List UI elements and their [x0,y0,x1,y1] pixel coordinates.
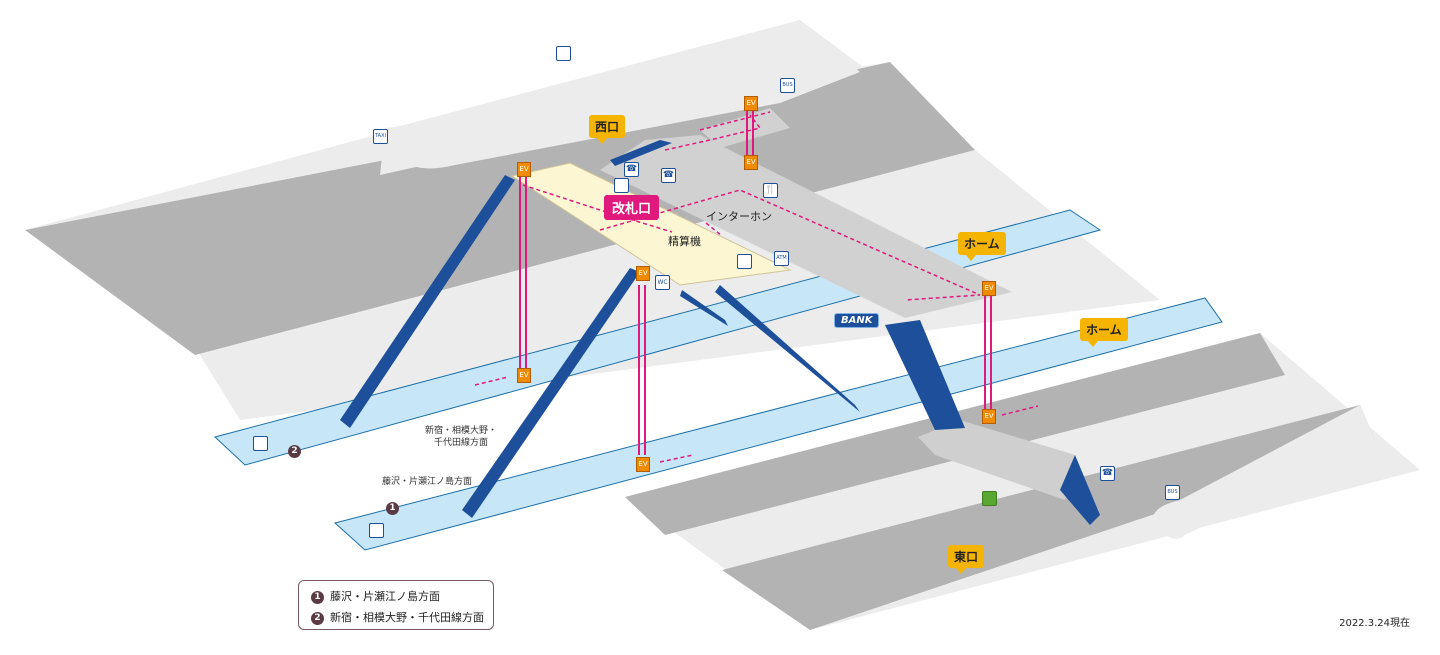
stairs-west-exit [610,140,672,166]
legend-num: 2 [311,611,324,625]
toilet-icon: WC [655,275,670,290]
taxi-icon: TAXI [373,129,388,144]
concourse-corridor [600,135,1012,318]
west-exit-sign: 西口 [589,115,626,144]
info-icon [737,254,752,269]
elevator-icon: EV [982,409,996,424]
stairs-center-lower [462,268,640,518]
escalator-icon [369,523,384,538]
legend: 1 藤沢・片瀬江ノ島方面 2 新宿・相模大野・千代田線方面 [298,580,494,630]
direction-lower: 藤沢・片瀬江ノ島方面 [382,477,473,487]
lower-road-2 [722,405,1375,630]
direction-upper-line1: 新宿・相模大野・ [425,426,498,436]
legend-num: 1 [311,590,324,604]
escalator-icon [253,436,268,451]
bus-icon: BUS [1165,485,1180,500]
elevator-icon: EV [744,96,758,111]
elevator-icon: EV [636,266,650,281]
legend-row: 2 新宿・相模大野・千代田線方面 [311,609,484,625]
elevator-icon: EV [982,281,996,296]
green-info-icon [982,491,997,506]
platform-sign-lower: ホーム [1080,318,1128,347]
elevator-icon: EV [744,155,758,170]
corridor-west-branch [700,108,790,148]
legend-text: 藤沢・片瀬江ノ島方面 [330,590,440,603]
date-label: 2022.3.24現在 [1339,618,1410,629]
elevator-icon: EV [636,457,650,472]
lower-road-curve [1153,405,1375,539]
ticket-gate-label: 改札口 [604,195,660,220]
stairs-center-right [680,285,860,412]
platform-sign-upper: ホーム [958,232,1006,261]
ticket-concourse [510,162,792,286]
locker-icon [556,46,571,61]
stairs-west-upper [340,175,515,428]
legend-text: 新宿・相模大野・千代田線方面 [330,611,484,624]
direction-upper-line2: 千代田線方面 [434,438,489,448]
phone-icon: ☎ [1100,466,1115,481]
elevator-icon: EV [517,368,531,383]
platform-number-lower: 1 [386,502,399,515]
intercom-label: インターホン [706,210,772,223]
east-exit-sign: 東口 [948,545,985,574]
atm-icon: ATM [774,251,789,266]
bus-icon: BUS [780,78,795,93]
east-bridge [918,420,1075,500]
bank-sign: BANK [834,313,880,328]
phone-icon: ☎ [624,162,639,177]
elevator-shafts [519,110,992,455]
accessible-route [474,111,1039,463]
elevator-icon: EV [517,162,531,177]
direction-upper: 新宿・相模大野・ 千代田線方面 [425,425,497,449]
platform-number-upper: 2 [288,445,301,458]
upper-road-curve [385,20,860,169]
ticket-machine-icon [614,178,629,193]
legend-row: 1 藤沢・片瀬江ノ島方面 [311,588,440,604]
stairs-east [885,320,1100,525]
restaurant-icon: 🍴 [763,183,778,198]
phone-icon: ☎ [661,168,676,183]
fare-adjust-label: 精算機 [668,235,701,248]
